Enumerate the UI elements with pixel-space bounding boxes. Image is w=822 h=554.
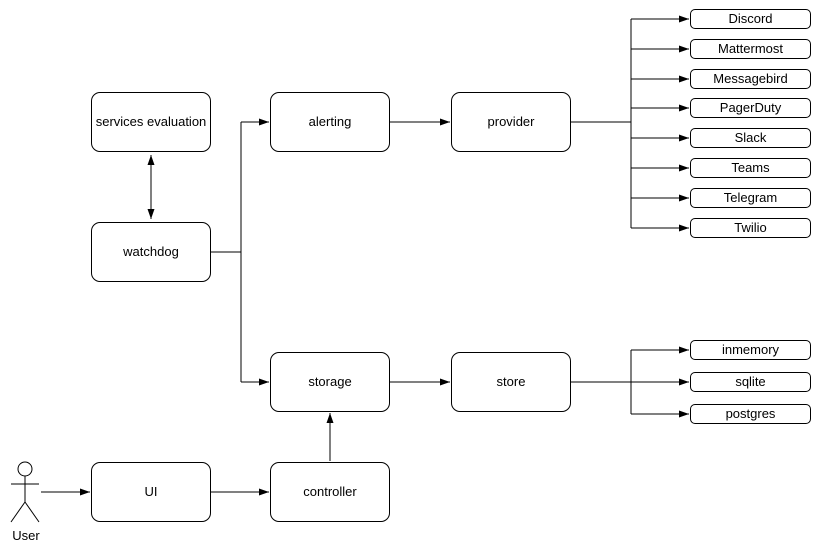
node-services-evaluation: services evaluation: [91, 92, 211, 152]
node-store: store: [451, 352, 571, 412]
leaf-pagerduty: PagerDuty: [690, 98, 811, 118]
edge-provider-fanout: [571, 15, 689, 232]
node-controller: controller: [270, 462, 390, 522]
leaf-sqlite: sqlite: [690, 372, 811, 392]
edge-store-fanout: [571, 346, 689, 418]
leaf-slack: Slack: [690, 128, 811, 148]
node-provider: provider: [451, 92, 571, 152]
node-alerting: alerting: [270, 92, 390, 152]
leaf-mattermost: Mattermost: [690, 39, 811, 59]
node-storage: storage: [270, 352, 390, 412]
leaf-postgres: postgres: [690, 404, 811, 424]
leaf-teams: Teams: [690, 158, 811, 178]
edge-watchdog-branch: [211, 118, 269, 386]
leaf-inmemory: inmemory: [690, 340, 811, 360]
leaf-discord: Discord: [690, 9, 811, 29]
leaf-messagebird: Messagebird: [690, 69, 811, 89]
node-ui: UI: [91, 462, 211, 522]
user-actor-label: User: [12, 528, 40, 543]
leaf-telegram: Telegram: [690, 188, 811, 208]
leaf-twilio: Twilio: [690, 218, 811, 238]
node-watchdog: watchdog: [91, 222, 211, 282]
user-actor-icon: [10, 461, 40, 523]
